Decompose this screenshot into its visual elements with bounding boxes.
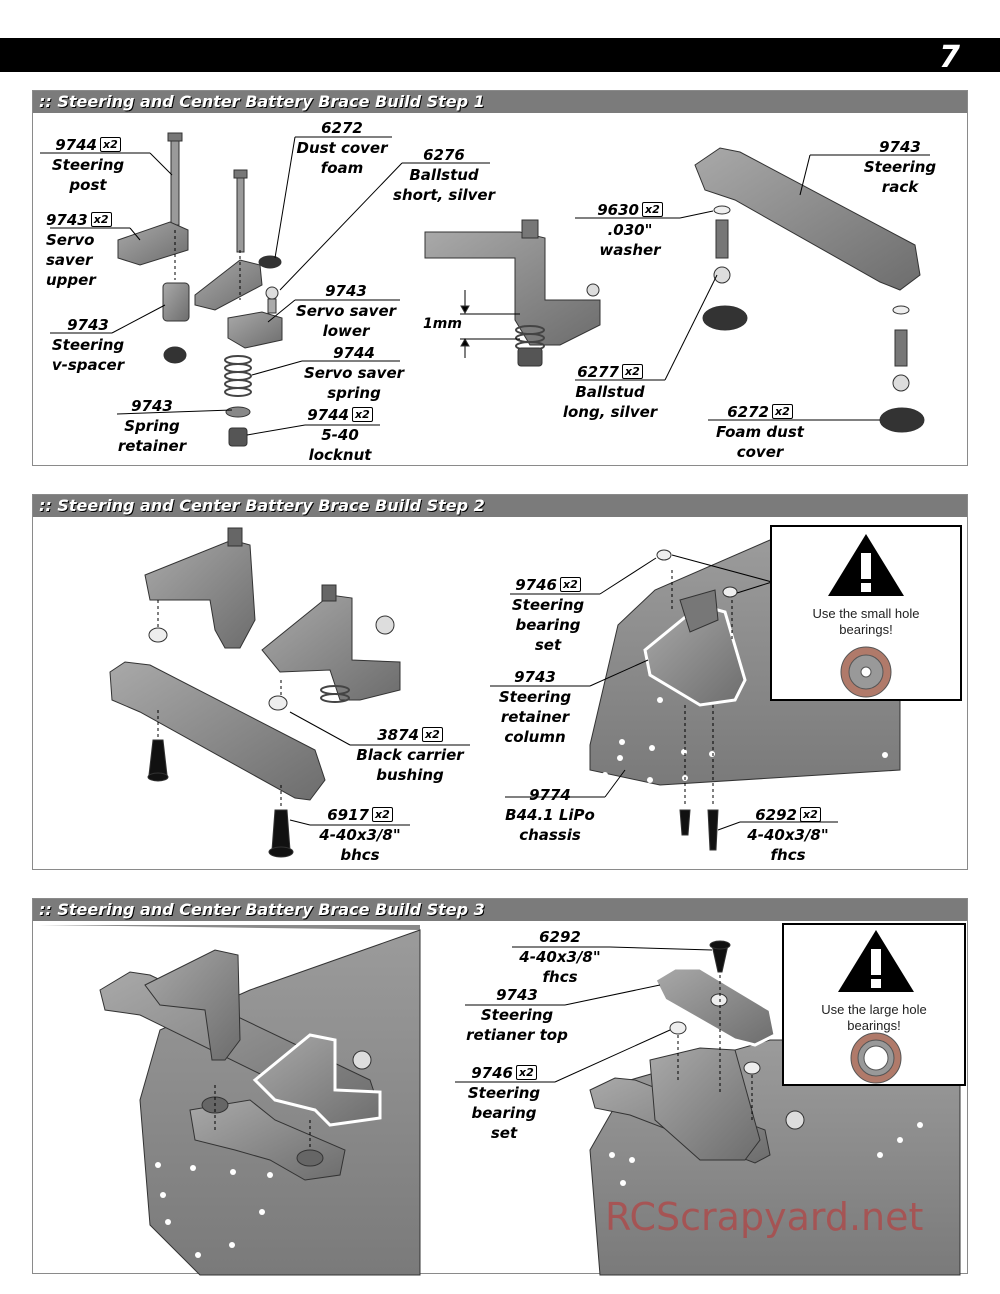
step-1-title: :: Steering and Center Battery Brace Bui… <box>39 92 485 111</box>
step-3-header: :: Steering and Center Battery Brace Bui… <box>33 899 967 921</box>
step-1-panel: :: Steering and Center Battery Brace Bui… <box>32 90 968 466</box>
callout-steering-rack: 9743 Steering rack <box>863 138 937 196</box>
callout-servo-saver-spring: 9744 Servo saver spring <box>303 344 405 402</box>
step-2-header: :: Steering and Center Battery Brace Bui… <box>33 495 967 517</box>
dimension-1mm: 1mm <box>423 316 462 332</box>
step3-leaders <box>214 946 753 1150</box>
callout-steering-vspacer: 9743 Steering v-spacer <box>51 316 125 374</box>
step1-leaders <box>40 136 930 436</box>
page-number: 7 <box>939 40 960 75</box>
warning-text-step3: Use the large hole bearings! <box>821 1002 927 1033</box>
callout-fhcs-step3: 6292 4-40x3/8" fhcs <box>519 928 601 986</box>
callout-retainer-column: 9743 Steering retainer column <box>498 668 572 746</box>
callout-retainer-top: 9743 Steering retianer top <box>466 986 568 1044</box>
step-2-title: :: Steering and Center Battery Brace Bui… <box>39 496 485 515</box>
watermark: RCScrapyard.net <box>605 1195 924 1239</box>
page-header-bar <box>0 38 1000 72</box>
callout-chassis: 9774 B44.1 LiPo chassis <box>505 786 595 844</box>
callout-dust-cover-foam: 6272 Dust cover foam <box>296 119 388 177</box>
step-1-header: :: Steering and Center Battery Brace Bui… <box>33 91 967 113</box>
step2-leaders <box>157 554 838 831</box>
step3-parts <box>38 925 961 1276</box>
callout-spring-retainer: 9743 Spring retainer <box>117 397 187 455</box>
warning-text-step2: Use the small hole bearings! <box>812 606 920 637</box>
callout-ballstud-short: 6276 Ballstud short, silver <box>393 146 495 204</box>
callout-servo-saver-lower: 9743 Servo saver lower <box>295 282 397 340</box>
step1-parts <box>117 132 925 447</box>
step-3-title: :: Steering and Center Battery Brace Bui… <box>39 900 485 919</box>
warning-box-step3 <box>782 923 966 1086</box>
